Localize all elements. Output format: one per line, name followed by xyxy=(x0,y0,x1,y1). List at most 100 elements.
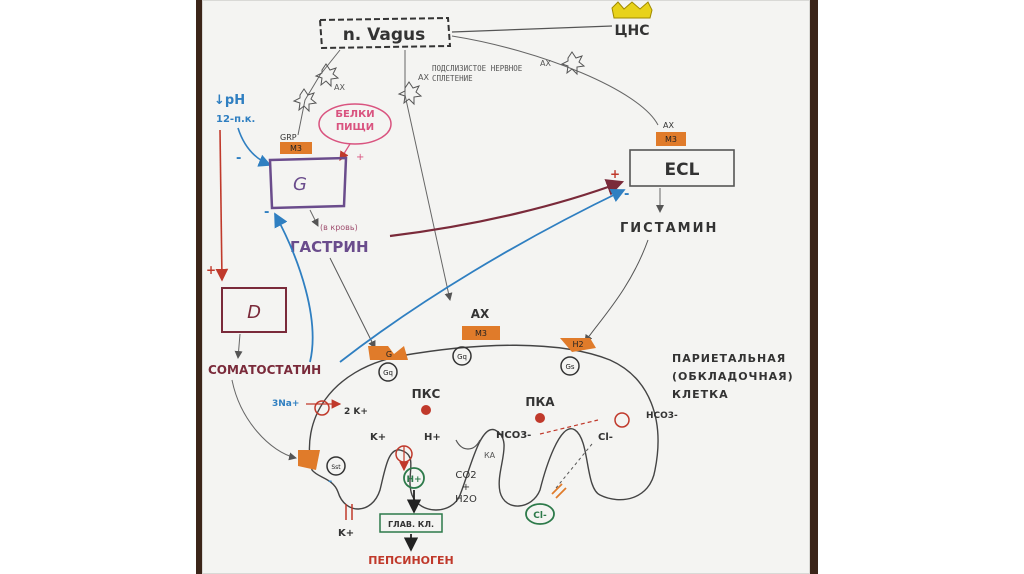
m3-receptor-parietal xyxy=(462,326,500,340)
proteins-plus-sign: + xyxy=(356,152,364,163)
gq-protein-1 xyxy=(378,362,398,382)
lumen-h-bubble xyxy=(403,467,425,489)
ka-label: КА xyxy=(484,451,496,460)
cl-in-label: Cl- xyxy=(598,432,613,443)
somatostatin-label: СОМАТОСТАТИН xyxy=(208,363,321,377)
k-out-label: 2 K+ xyxy=(344,407,368,417)
gi-protein-icon xyxy=(326,456,346,476)
ph-plus-sign: + xyxy=(206,263,216,277)
cl-channel-2 xyxy=(555,487,567,499)
hco3-label: HCO3- xyxy=(496,430,531,441)
pka-label: ПКА xyxy=(525,395,555,409)
gq-protein-2 xyxy=(452,346,472,366)
ach-label-3: AX xyxy=(540,59,551,68)
m3-receptor-ecl xyxy=(656,132,686,146)
ph-label: ↓pH xyxy=(214,93,245,108)
ach-label-2: AX xyxy=(418,73,429,82)
food-proteins-label-box: БЕЛКИ ПИЩИ xyxy=(335,109,374,133)
ecl-minus-sign: - xyxy=(624,187,629,202)
hco3-out-label: HCO3- xyxy=(646,411,678,421)
pkc-activation-icon xyxy=(421,405,431,415)
k-bottom-label: K+ xyxy=(338,528,354,539)
vagus-box: n. Vagus xyxy=(318,16,452,50)
gq-label-2: Gq xyxy=(457,353,467,361)
wood-edge-right xyxy=(810,0,818,574)
m3-label-parietal: M3 xyxy=(475,329,487,338)
histamine-to-h2-arrow xyxy=(584,239,649,343)
h-plus-label: H+ xyxy=(424,432,441,443)
duodenum-label: 12-п.к. xyxy=(216,114,255,125)
somatostatin-to-g-arrow xyxy=(274,212,314,363)
na-k-pump-icon xyxy=(314,400,330,416)
ka-reaction-arrow xyxy=(455,439,481,450)
cl-path xyxy=(555,443,593,489)
vagus-to-parietal-fiber xyxy=(404,50,453,301)
chief-cell-box xyxy=(379,513,443,533)
lumen-cl-label: Cl- xyxy=(533,511,547,521)
sst-minus-sign: - xyxy=(328,476,332,487)
food-proteins-bubble xyxy=(318,103,392,145)
ach-parietal-label: AX xyxy=(471,307,490,321)
h2-receptor xyxy=(560,338,596,352)
na-label: 3Na+ xyxy=(272,399,299,409)
ach-ecl-label: AX xyxy=(663,121,674,130)
co2-plus-sign: + xyxy=(462,482,470,493)
pkc-label: ПКС xyxy=(412,387,441,401)
d-cell-label: D xyxy=(247,302,261,323)
gs-label: Gs xyxy=(565,363,574,371)
k-plus-label: K+ xyxy=(370,432,386,443)
paper-sheet xyxy=(202,0,810,574)
parietal-cell-membrane xyxy=(308,344,659,511)
somatostatin-to-sst-arrow xyxy=(231,379,297,461)
cl-channel-1 xyxy=(551,483,563,495)
neuron-icons xyxy=(292,51,586,113)
lumen-h-label: H+ xyxy=(406,475,421,485)
gastrin-to-parietal-arrow xyxy=(329,257,376,349)
vagus-label: n. Vagus xyxy=(343,25,426,45)
g-to-gastrin-arrow xyxy=(309,209,319,227)
lumen-cl-bubble xyxy=(525,503,555,525)
g-receptor-parietal xyxy=(368,346,408,360)
wood-edge-left xyxy=(196,0,202,574)
ach-label-1: AX xyxy=(334,83,345,92)
chief-cell-label: ГЛАВ. КЛ. xyxy=(388,520,434,529)
cns-label: ЦНС xyxy=(615,23,650,39)
pepsinogen-label: ПЕПСИНОГЕН xyxy=(368,554,454,567)
into-blood-label: (в кровь) xyxy=(320,223,358,232)
ecl-plus-sign: + xyxy=(610,167,620,181)
gq-label-1: Gq xyxy=(383,369,393,377)
d-cell xyxy=(221,287,287,333)
ph-minus-sign: - xyxy=(236,151,241,166)
hco3-exchange-line xyxy=(539,419,599,435)
g-receptor-label: G xyxy=(386,350,392,359)
h2o-label: H2O xyxy=(455,494,477,505)
grp-label: GRP xyxy=(280,133,297,142)
m3-label-g: M3 xyxy=(290,144,302,153)
histamine-label: ГИСТАМИН xyxy=(620,221,718,236)
h2-label: H2 xyxy=(572,340,583,349)
hco3-cl-exchanger-icon xyxy=(614,412,630,428)
g-cell-label: G xyxy=(293,174,307,195)
cns-crown-icon xyxy=(611,1,653,19)
gastrin-to-ecl-arrow xyxy=(389,179,625,238)
g-cell xyxy=(268,156,348,210)
somatostatin-to-ecl-arrow xyxy=(339,188,626,363)
parietal-cell-title: ПАРИЕТАЛЬНАЯ (ОБКЛАДОЧНАЯ) КЛЕТКА xyxy=(672,352,793,401)
gs-protein xyxy=(560,356,580,376)
gastrin-label: ГАСТРИН xyxy=(290,238,369,256)
submucosal-plexus-note: ПОДСЛИЗИСТОЕ НЕРВНОЕ СПЛЕТЕНИЕ xyxy=(432,64,522,83)
sst-receptor xyxy=(298,450,320,470)
m3-receptor-g xyxy=(280,142,312,154)
ph-to-g-inhibition xyxy=(237,127,272,167)
g-minus-sign: - xyxy=(264,205,269,220)
sst-label: Sst xyxy=(331,464,341,471)
vagus-to-ecl-fiber xyxy=(451,35,659,126)
m3-label-ecl: M3 xyxy=(665,135,677,144)
cns-vagus-link xyxy=(451,25,613,33)
ph-to-d-stimulation xyxy=(215,129,229,282)
d-to-somatostatin-arrow xyxy=(234,333,243,359)
co2-label: CO2 xyxy=(455,470,476,481)
ecl-cell xyxy=(629,149,735,187)
